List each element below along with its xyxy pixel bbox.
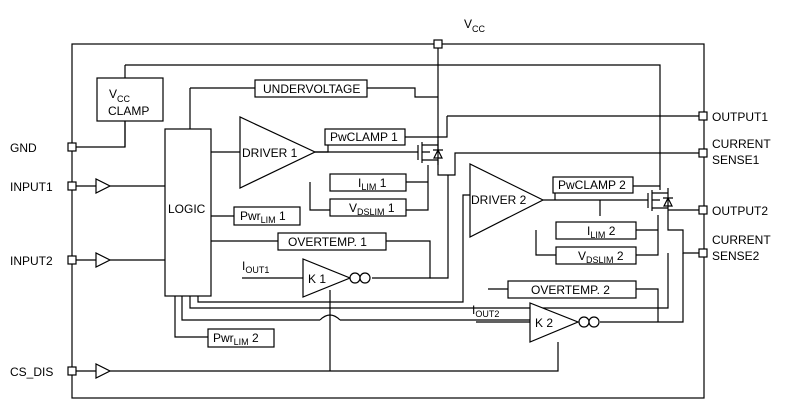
svg-text:UNDERVOLTAGE: UNDERVOLTAGE — [263, 82, 360, 96]
iout2-label: IOUT2 — [472, 303, 499, 319]
pwrlim1-block: PwrLIM 1 — [233, 206, 301, 226]
logic-block: LOGIC — [164, 128, 212, 297]
gnd-label: GND — [10, 141, 37, 155]
diode1-icon — [433, 148, 443, 159]
cs-dis-buffer-icon — [95, 363, 112, 379]
current-sense2-label-line2: SENSE2 — [712, 249, 760, 263]
output2-label: OUTPUT2 — [712, 204, 768, 218]
ilim2-block: ILIM 2 — [555, 221, 637, 240]
wires — [76, 48, 699, 372]
svg-text:PwrLIM 1: PwrLIM 1 — [240, 209, 286, 225]
gnd-pin[interactable] — [67, 142, 77, 152]
svg-text:K 2: K 2 — [535, 316, 553, 330]
output1-label: OUTPUT1 — [712, 110, 768, 124]
svg-text:PwCLAMP 1: PwCLAMP 1 — [330, 130, 398, 144]
pwrlim2-block: PwrLIM 2 — [207, 328, 275, 348]
input2-buffer-icon — [95, 252, 112, 268]
overtemp2-block: OVERTEMP. 2 — [507, 280, 637, 299]
vdslim2-block: VDSLIM 2 — [555, 246, 637, 265]
svg-text:LOGIC: LOGIC — [168, 202, 206, 216]
pwclamp1-block: PwCLAMP 1 — [324, 128, 406, 146]
svg-text:OVERTEMP. 1: OVERTEMP. 1 — [288, 235, 367, 249]
input1-buffer-icon — [95, 178, 112, 194]
input2-label: INPUT2 — [10, 254, 53, 268]
svg-text:DRIVER 2: DRIVER 2 — [471, 193, 527, 207]
vcc-label: VCC — [464, 17, 486, 34]
current-sense2-label-line1: CURRENT — [712, 233, 771, 247]
input1-pin[interactable] — [67, 181, 77, 191]
chip-boundary — [71, 43, 705, 399]
current-sense1-label-line1: CURRENT — [712, 137, 771, 151]
vcc-pin[interactable] — [433, 39, 443, 49]
cs-dis-label: CS_DIS — [10, 365, 53, 379]
svg-text:K 1: K 1 — [308, 272, 326, 286]
cs-dis-pin[interactable] — [67, 366, 77, 376]
undervoltage-block: UNDERVOLTAGE — [254, 79, 368, 98]
diode2-icon — [663, 196, 673, 207]
pwclamp2-block: PwCLAMP 2 — [552, 176, 634, 194]
input1-label: INPUT1 — [10, 180, 53, 194]
output2-pin[interactable] — [698, 205, 708, 215]
svg-text:ILIM 1: ILIM 1 — [358, 176, 387, 192]
vdslim1-block: VDSLIM 1 — [329, 198, 407, 217]
svg-text:VDSLIM 2: VDSLIM 2 — [578, 249, 624, 265]
svg-text:PwCLAMP 2: PwCLAMP 2 — [558, 178, 626, 192]
svg-text:OVERTEMP. 2: OVERTEMP. 2 — [531, 283, 610, 297]
svg-text:VDSLIM 1: VDSLIM 1 — [349, 201, 395, 217]
k1-comparator: K 1 — [302, 258, 371, 298]
current-sense1-pin[interactable] — [698, 148, 708, 158]
svg-text:ILIM 2: ILIM 2 — [587, 224, 616, 240]
overtemp1-block: OVERTEMP. 1 — [277, 232, 387, 251]
vcc-clamp-block: VCC CLAMP — [96, 77, 164, 122]
driver2-block: DRIVER 2 — [469, 163, 545, 238]
ilim1-block: ILIM 1 — [329, 173, 407, 192]
current-sense1-label-line2: SENSE1 — [712, 153, 760, 167]
driver1-block: DRIVER 1 — [239, 116, 317, 189]
svg-text:DRIVER 1: DRIVER 1 — [242, 146, 298, 160]
input2-pin[interactable] — [67, 255, 77, 265]
svg-text:PwrLIM 2: PwrLIM 2 — [213, 331, 259, 347]
k2-comparator: K 2 — [529, 302, 600, 343]
svg-text:CLAMP: CLAMP — [108, 104, 149, 118]
iout1-label: IOUT1 — [242, 259, 269, 275]
output1-pin[interactable] — [698, 111, 708, 121]
current-sense2-pin[interactable] — [698, 248, 708, 258]
svg-text:VCC: VCC — [109, 87, 131, 104]
